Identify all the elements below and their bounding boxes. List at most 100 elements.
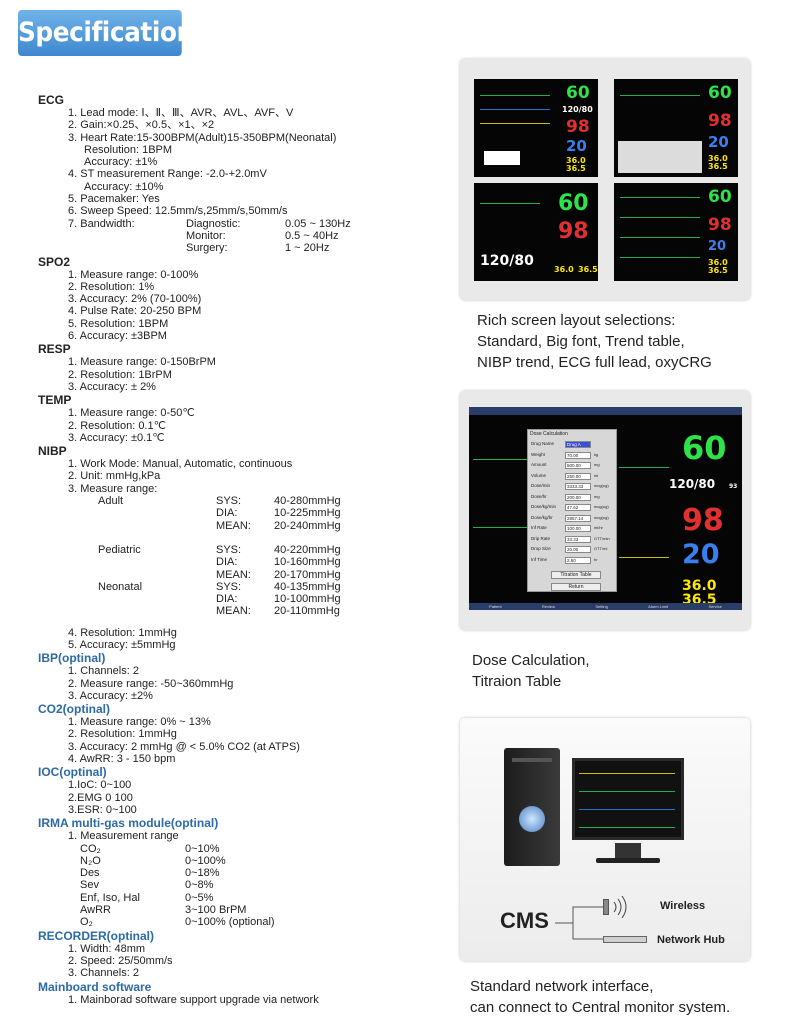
bandwidth-mode: Diagnostic:	[186, 217, 241, 230]
ioc-item: 3.ESR: 0~100	[68, 803, 137, 816]
dose-row-value[interactable]: 250.00	[565, 472, 591, 480]
temp1-value: 36.0	[708, 258, 728, 267]
bandwidth-mode: Surgery:	[186, 242, 228, 255]
nibp-param: SYS:	[216, 495, 242, 508]
temp-item: 2. Resolution: 0.1℃	[68, 419, 166, 432]
gas-name: CO₂	[80, 842, 101, 855]
dose-row-value[interactable]: 20.00	[565, 546, 591, 553]
bandwidth-label	[38, 242, 186, 254]
bandwidth-row: Surgery: 1 ~ 20Hz	[38, 242, 458, 254]
spo2-value: 98	[708, 111, 732, 131]
section-title-co2: CO2(optinal)	[38, 702, 110, 717]
nibp-group: Neonatal	[98, 580, 143, 593]
caption-line: Standard network interface,	[470, 978, 654, 995]
nibp-param: DIA:	[216, 507, 238, 520]
ibp-item: 2. Measure range: -50~360mmHg	[68, 677, 234, 690]
gas-name: Sev	[80, 879, 99, 892]
bandwidth-value: 1 ~ 20Hz	[285, 242, 330, 255]
dose-row-value[interactable]: 70.00	[565, 451, 591, 459]
network-hub-label: Network Hub	[657, 934, 725, 946]
bandwidth-value: 0.05 ~ 130Hz	[285, 217, 351, 230]
nibp-value: 40-220mmHg	[274, 543, 341, 556]
resp-item: 2. Resolution: 1BrPM	[68, 368, 172, 381]
temp1-value: 36.0	[554, 265, 574, 274]
caption-line: Dose Calculation,	[472, 652, 590, 669]
resp-value: 20	[682, 539, 720, 570]
dose-row-value[interactable]: 3333.33	[565, 483, 591, 490]
ecg-subitem: Resolution: 1BPM	[84, 143, 173, 156]
titration-table-button[interactable]: Titration Table	[551, 571, 601, 579]
gas-range: 0~100% (optional)	[185, 916, 275, 929]
menu-setting[interactable]: Setting	[595, 604, 608, 609]
bandwidth-label	[38, 230, 186, 242]
nibp-group: Pediatric	[98, 543, 141, 556]
gas-name: O₂	[80, 916, 93, 929]
resp-item: 1. Measure range: 0-150BrPM	[68, 356, 216, 369]
dose-row-value[interactable]: Drug A	[565, 441, 591, 448]
recorder-item: 2. Speed: 25/50mm/s	[68, 954, 173, 967]
spo2-value: 98	[566, 117, 590, 137]
ecg-item: 5. Pacemaker: Yes	[68, 193, 160, 206]
nibp-group	[38, 520, 216, 532]
dose-row-value[interactable]: 2.50	[565, 556, 591, 564]
dose-row-value[interactable]: 100.00	[565, 525, 591, 532]
return-button[interactable]: Return	[551, 583, 601, 591]
dose-row-label: Drip Rate	[531, 535, 551, 541]
ioc-item: 1.IoC: 0~100	[68, 779, 132, 792]
central-monitor-photo: CMS Wireless Network Hub	[460, 718, 750, 961]
ecg-item: 1. Lead mode: Ⅰ、Ⅱ、Ⅲ、AVR、AVL、AVF、V	[68, 107, 294, 119]
menu-alarm-limit[interactable]: Alarm Limit	[648, 604, 669, 609]
dose-row-value[interactable]: 500.00	[565, 462, 591, 469]
resp-item: 3. Accuracy: ± 2%	[68, 380, 156, 393]
dose-row-unit: GTT/min	[594, 535, 610, 541]
ecg-item: 2. Gain:×0.25、×0.5、×1、×2	[68, 119, 215, 132]
bandwidth-label: 7. Bandwidth:	[68, 217, 135, 230]
menu-review[interactable]: Review	[541, 604, 556, 609]
temp2-value: 36.5	[708, 162, 728, 171]
section-title-ecg: ECG	[38, 93, 65, 107]
dose-row-value[interactable]: 47.62	[565, 504, 591, 511]
dose-row-value[interactable]: 200.00	[565, 493, 591, 501]
nibp-value: 10-160mmHg	[274, 556, 341, 569]
nibp-group	[38, 593, 216, 605]
section-title-spo2: SPO2	[38, 254, 71, 269]
dose-row-label: Inf Rate	[531, 525, 547, 530]
resp-value: 20	[708, 133, 729, 151]
dose-row-value[interactable]: 2857.14	[565, 514, 591, 522]
monitor-ecg-full-lead-layout: 60 98 20 36.0 36.5	[614, 183, 738, 281]
dialog-title: Dose Calculation	[530, 431, 568, 437]
computer-tower	[504, 748, 560, 866]
section-title-temp: TEMP	[38, 393, 72, 408]
menu-service[interactable]: Service	[708, 604, 722, 609]
dose-row-label: Dose/kg/hr	[531, 514, 553, 520]
caption-line: NIBP trend, ECG full lead, oxyCRG	[477, 354, 712, 371]
menu-patient[interactable]: Patient	[489, 604, 502, 609]
section-title-irma: IRMA multi-gas module(optinal)	[38, 816, 219, 831]
ecg-subitem: Accuracy: ±1%	[84, 156, 158, 169]
section-title-resp: RESP	[38, 342, 71, 357]
recorder-item: 3. Channels: 2	[68, 967, 139, 980]
hr-value: 60	[558, 191, 589, 216]
dose-row-value[interactable]: 33.33	[565, 535, 591, 543]
nibp-value: 40-135mmHg	[274, 580, 341, 593]
ecg-item: 4. ST measurement Range: -2.0-+2.0mV	[68, 168, 267, 181]
caption-line: Rich screen layout selections:	[477, 312, 676, 329]
ioc-item: 2.EMG 0 100	[68, 791, 133, 804]
nibp-param: MEAN:	[216, 568, 251, 581]
dose-row-unit: mg	[594, 493, 600, 499]
temp2-value: 36.5	[566, 164, 586, 173]
dose-row-unit: GTT/ml	[594, 546, 608, 551]
dose-caption: Dose Calculation, Titraion Table	[472, 650, 772, 692]
nibp-item: 4. Resolution: 1mmHg	[68, 626, 177, 639]
dose-row-label: Amount	[531, 462, 547, 467]
dose-row-unit: mcg(ug)	[594, 504, 609, 509]
temp2-value: 36.5	[708, 266, 728, 275]
spo2-item: 1. Measure range: 0-100%	[68, 268, 199, 281]
wireless-device-icon	[603, 899, 609, 915]
